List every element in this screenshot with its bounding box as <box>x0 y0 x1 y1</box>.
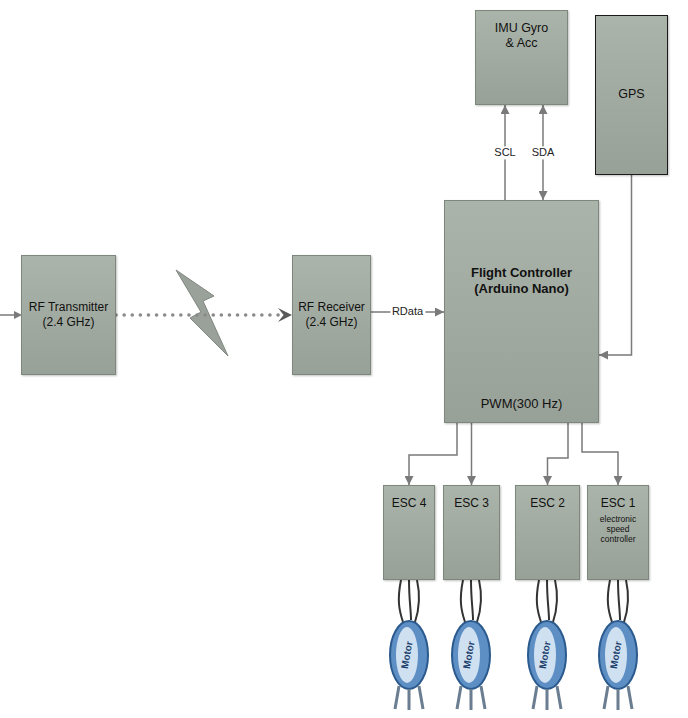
box-label: ESC 1 <box>601 496 636 511</box>
box-note: electronic speed controller <box>593 514 643 545</box>
lightning-symbol <box>176 270 228 356</box>
box-label: RF Transmitter (2.4 GHz) <box>26 300 111 329</box>
transmitter-box: RF Transmitter (2.4 GHz) <box>21 255 116 375</box>
input-line <box>0 314 16 316</box>
signal-arrow <box>599 175 632 355</box>
box-label: GPS <box>618 87 644 102</box>
motor-picture <box>452 580 490 710</box>
motor-label: Motor <box>461 638 478 671</box>
motor-picture <box>390 580 428 710</box>
box-label: IMU Gyro & Acc <box>491 21 553 52</box>
esc-box: ESC 3 <box>443 485 500 580</box>
signal-name: RData <box>390 305 425 318</box>
esc-box: ESC 1 electronic speed controller <box>587 485 649 580</box>
receiver-box: RF Receiver (2.4 GHz) <box>292 255 371 375</box>
motor-picture <box>599 580 637 710</box>
signal-arrow <box>409 423 457 485</box>
signal-arrow <box>471 423 473 485</box>
box-label: ESC 3 <box>454 496 489 511</box>
signal-name: SCL <box>492 146 517 159</box>
box-label: Flight Controller (Arduino Nano) <box>451 265 592 297</box>
box-label: ESC 2 <box>530 496 565 511</box>
sensor-box: IMU Gyro & Acc <box>475 10 568 105</box>
motor-label: Motor <box>537 638 554 671</box>
box-label: RF Receiver (2.4 GHz) <box>298 300 366 329</box>
signal-arrow <box>582 423 618 485</box>
motor-picture <box>528 580 566 710</box>
controller-box: Flight Controller (Arduino Nano) PWM(300 … <box>444 200 599 423</box>
radio-link <box>116 313 292 317</box>
gps-box: GPS <box>595 15 668 175</box>
esc-box: ESC 4 <box>383 485 435 580</box>
esc-box: ESC 2 <box>515 485 580 580</box>
box-label: ESC 4 <box>392 496 427 511</box>
signal-arrow <box>548 423 569 485</box>
signal-name: SDA <box>530 146 557 159</box>
motor-label: Motor <box>608 638 625 671</box>
motor-label: Motor <box>399 638 416 671</box>
box-note: PWM(300 Hz) <box>481 396 563 412</box>
